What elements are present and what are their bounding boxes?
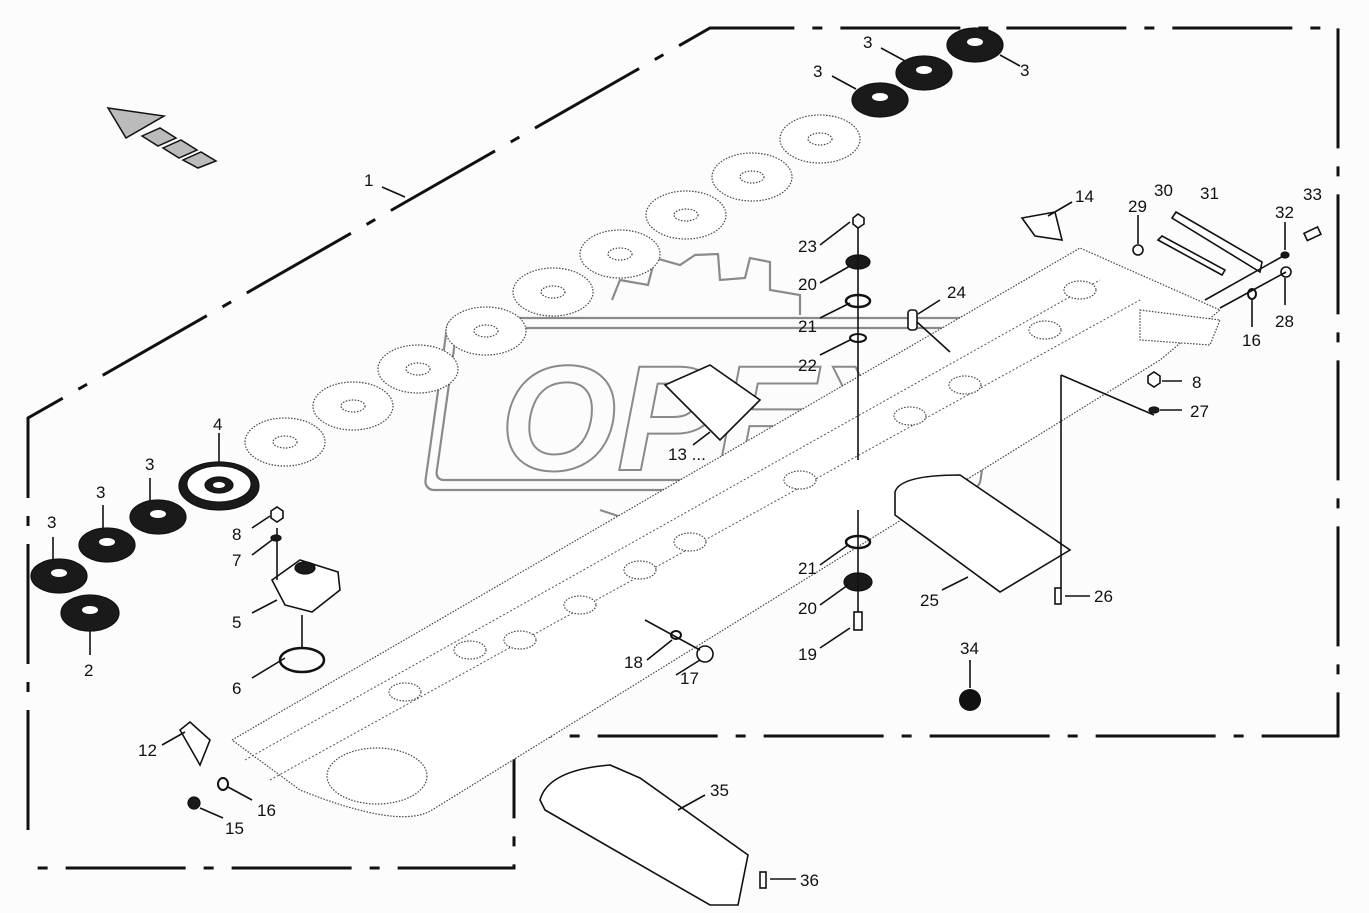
guard-plate-icon [894,474,1072,593]
end-bracket-icon [1170,210,1263,274]
end-skid-right-icon [1020,211,1064,241]
callout-32[interactable]: 32 [1275,203,1294,222]
callout-27[interactable]: 27 [1190,402,1209,421]
gear-icon [895,55,953,91]
callout-5[interactable]: 5 [232,613,241,632]
callout-34[interactable]: 34 [960,639,979,658]
callout-16[interactable]: 16 [257,801,276,820]
callout-35[interactable]: 35 [710,781,729,800]
callout-3[interactable]: 3 [145,455,154,474]
washer-icon [1148,406,1160,414]
callout-3[interactable]: 3 [1020,61,1029,80]
nut-icon [1147,371,1161,388]
bearing-housing-assembly [270,506,341,674]
callout-6[interactable]: 6 [232,679,241,698]
nut-top-icon [852,213,865,229]
idler-gears [30,27,1004,632]
leader-lines [52,47,1286,880]
callout-3[interactable]: 3 [96,483,105,502]
bolt-end-icon [1302,225,1323,242]
gear-icon [129,499,187,535]
callout-33[interactable]: 33 [1303,185,1322,204]
screw-lower-icon [759,871,767,889]
screw-icon [1054,587,1062,605]
callout-12[interactable]: 12 [138,741,157,760]
callout-21[interactable]: 21 [798,559,817,578]
plug-icon [187,796,201,810]
callout-16[interactable]: 16 [1242,331,1261,350]
callout-29[interactable]: 29 [1128,197,1147,216]
disc-seats [388,280,1097,702]
callout-1[interactable]: 1 [364,171,373,190]
washer-icon [270,534,282,542]
skid-shoe-icon [663,364,762,442]
large-spoked-gear-icon [178,461,260,511]
callout-13[interactable]: 13 ... [668,445,706,464]
guard-plate-lower-icon [539,764,749,906]
callout-15[interactable]: 15 [225,819,244,838]
o-ring-icon [278,646,326,674]
callout-26[interactable]: 26 [1094,587,1113,606]
callout-labels: 1 2 3 3 3 3 3 3 4 5 6 7 8 8 12 13 ... 14… [47,33,1322,890]
callout-25[interactable]: 25 [920,591,939,610]
callout-7[interactable]: 7 [232,551,241,570]
callout-3[interactable]: 3 [863,33,872,52]
callout-3[interactable]: 3 [813,62,822,81]
direction-arrow-icon [106,107,218,169]
gear-icon [60,594,120,632]
callout-31[interactable]: 31 [1200,184,1219,203]
dowel-pin-icon [907,309,918,331]
nut-small-icon [1132,244,1144,256]
callout-14[interactable]: 14 [1075,187,1094,206]
seal-ring-icon [1247,288,1257,300]
seal-ring-icon [217,777,229,791]
misc-parts [178,210,1323,906]
callout-4[interactable]: 4 [213,415,222,434]
callout-19[interactable]: 19 [798,645,817,664]
callout-8[interactable]: 8 [1192,373,1201,392]
callout-2[interactable]: 2 [84,661,93,680]
callout-3[interactable]: 3 [47,513,56,532]
assembly-boundary [26,26,1340,870]
gear-icon [78,527,136,563]
oil-fill-marker-icon [959,689,981,711]
bolt-icon [853,611,863,631]
end-skid-icon [178,720,211,767]
cutter-bar [230,247,1222,818]
gear-icon [946,27,1004,63]
gear-train [244,114,861,467]
callout-36[interactable]: 36 [800,871,819,890]
callout-23[interactable]: 23 [798,237,817,256]
callout-17[interactable]: 17 [680,669,699,688]
callout-20[interactable]: 20 [798,599,817,618]
drain-plug-icon [696,645,714,663]
nut-icon [270,506,284,523]
gear-icon [30,558,88,594]
callout-24[interactable]: 24 [947,283,966,302]
gasket-strip-icon [1156,235,1227,277]
gear-icon [851,82,909,118]
callout-22[interactable]: 22 [798,356,817,375]
callout-18[interactable]: 18 [624,653,643,672]
callout-8[interactable]: 8 [232,525,241,544]
callout-28[interactable]: 28 [1275,312,1294,331]
callout-21[interactable]: 21 [798,317,817,336]
callout-30[interactable]: 30 [1154,181,1173,200]
callout-20[interactable]: 20 [798,275,817,294]
